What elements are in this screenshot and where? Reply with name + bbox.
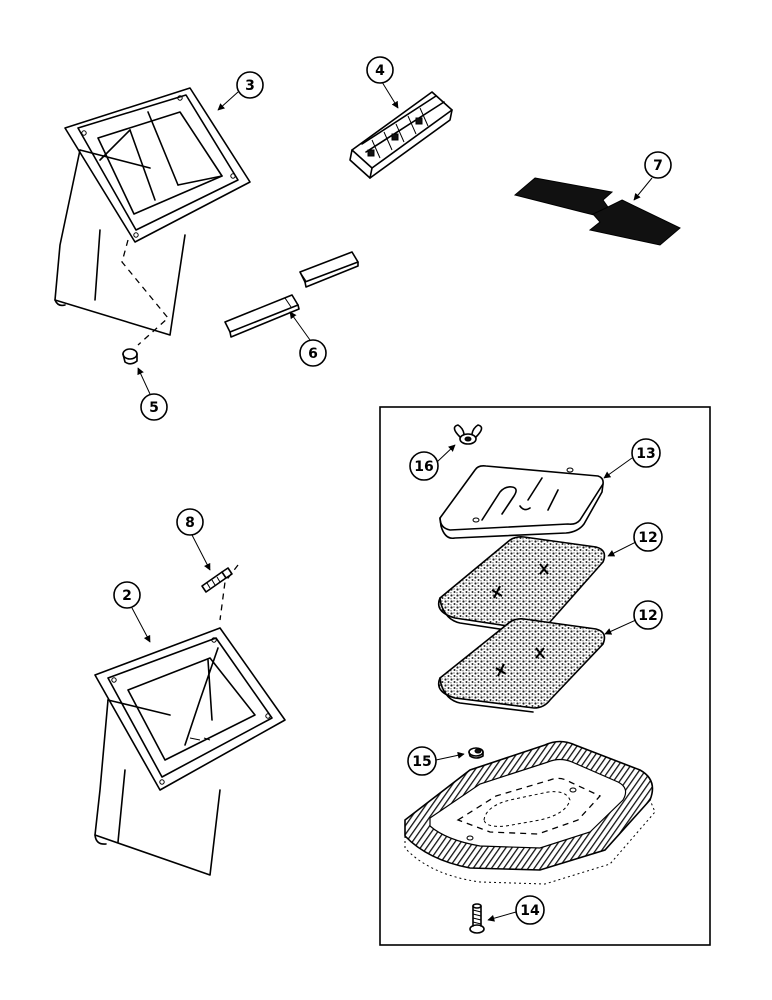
seal-strips	[224, 251, 359, 338]
callout-8-label: 8	[185, 515, 195, 531]
callout-16: 16	[409, 451, 439, 481]
callout-6: 6	[299, 339, 327, 367]
callout-2-label: 2	[122, 588, 132, 604]
air-duct-upper	[54, 87, 251, 346]
clamp-plate	[439, 465, 604, 540]
callout-7: 7	[644, 151, 672, 179]
callout-8: 8	[176, 508, 204, 536]
leader-lines	[131, 81, 653, 922]
bolt-14	[469, 903, 485, 934]
plug-clip	[122, 348, 138, 365]
filter-housing	[404, 740, 656, 885]
callout-2: 2	[113, 581, 141, 609]
wing-nut	[453, 424, 483, 445]
callout-13-label: 13	[636, 446, 655, 462]
callout-3-label: 3	[245, 78, 255, 94]
callout-12-upper-label: 12	[638, 530, 657, 546]
filter-kit-frame	[379, 406, 711, 946]
callout-5-label: 5	[149, 400, 159, 416]
callout-12-upper: 12	[633, 522, 663, 552]
callout-15: 15	[407, 746, 437, 776]
callout-14-label: 14	[520, 903, 540, 919]
air-duct-lower	[94, 564, 286, 876]
callout-3: 3	[236, 71, 264, 99]
filter-pad-upper	[437, 536, 606, 635]
vent-grille	[349, 91, 453, 179]
callout-5: 5	[140, 393, 168, 421]
callout-16-label: 16	[414, 459, 433, 475]
seal-tape-strip	[513, 177, 681, 246]
callout-14: 14	[515, 895, 545, 925]
small-clip	[468, 747, 484, 759]
callout-4: 4	[366, 56, 394, 84]
filter-pad-lower	[437, 618, 606, 713]
callout-6-label: 6	[308, 346, 318, 362]
callout-13: 13	[631, 438, 661, 468]
screw-8	[201, 567, 233, 593]
callout-7-label: 7	[653, 158, 663, 174]
callout-15-label: 15	[412, 754, 431, 770]
callout-4-label: 4	[375, 63, 385, 79]
callout-12-lower-label: 12	[638, 608, 657, 624]
callout-12-lower: 12	[633, 600, 663, 630]
